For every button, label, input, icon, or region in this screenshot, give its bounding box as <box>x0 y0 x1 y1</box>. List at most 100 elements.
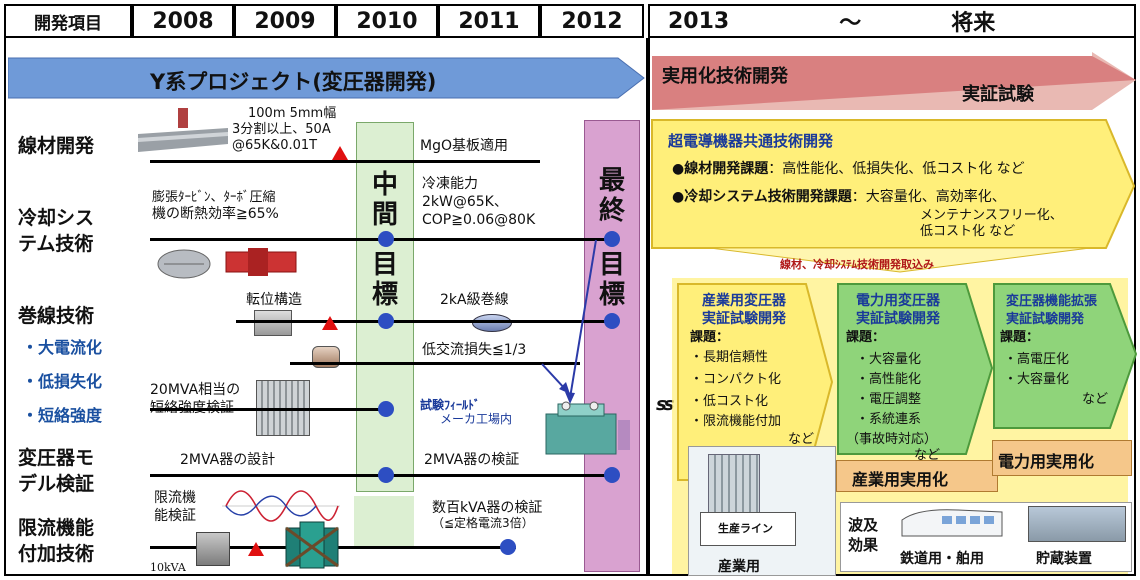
short-circuit-line <box>150 408 380 411</box>
turbine-label-1: 膨張ﾀｰﾋﾞﾝ、ﾀｰﾎﾞ圧縮 <box>152 190 276 205</box>
year-2010: 2010 <box>336 4 438 38</box>
rail-label: 鉄道用・舶用 <box>900 551 984 567</box>
ind-title-2: 実証試験開発 <box>702 311 786 327</box>
task2-body-1: ：大容量化、高効率化、 <box>851 189 1006 205</box>
wire-line <box>150 160 540 163</box>
row-wire: 線材開発 <box>18 135 95 157</box>
short-circuit-middle-dot <box>378 401 394 417</box>
limit-verify-label-2: 能検証 <box>154 508 196 524</box>
project-arrow <box>8 57 645 99</box>
row-cooling-line1: 冷却シス <box>18 207 95 229</box>
cooling-final-dot <box>604 231 620 247</box>
left-frame <box>4 38 648 576</box>
practical-label: 実用化技術開発 <box>662 66 788 87</box>
middle-goal-label: 中 間 目 標 <box>371 170 398 310</box>
middle-goal-extension <box>354 496 414 548</box>
verify-2mva-label: 2MVA器の検証 <box>424 452 520 468</box>
ripple-label-2: 効果 <box>848 536 879 554</box>
year-2008: 2008 <box>132 4 234 38</box>
pow-task: 課題： <box>846 330 886 345</box>
demo-label: 実証試験 <box>962 84 1034 105</box>
pow-item-5: （事故時対応） <box>846 432 938 447</box>
ext-task: 課題： <box>1000 330 1040 345</box>
cool-cap-2: 2kW@65K、 <box>422 194 508 210</box>
row-cooling-line2: テム技術 <box>18 233 94 255</box>
project-label: Y系プロジェクト(変圧器開発) <box>150 70 437 94</box>
production-line-box <box>700 512 796 546</box>
task2-body-3: 低コスト化 など <box>920 224 1016 239</box>
task1-body: ：高性能化、低損失化、低コスト化 など <box>768 161 1025 177</box>
bridge-label: 線材、冷却ｼｽﾃﾑ技術開発取込み <box>780 258 934 271</box>
right-frame <box>648 38 1136 576</box>
wire-tape-image <box>138 108 228 152</box>
power-practical-box <box>992 440 1132 476</box>
wire-spec-3: @65K&0.01T <box>232 138 318 153</box>
ind-item-3: ・低コスト化 <box>690 394 769 409</box>
winding-coil-image <box>472 314 512 332</box>
industrial-practical-box <box>836 460 998 492</box>
pow-item-4: ・系統連系 <box>856 412 922 427</box>
ripple-label-1: 波及 <box>848 516 879 534</box>
model-middle-dot <box>378 467 394 483</box>
pow-item-3: ・電圧調整 <box>856 392 922 407</box>
field-test-label-1: 試験ﾌｨｰﾙﾄﾞ <box>420 398 481 412</box>
ind-task: 課題： <box>690 330 730 345</box>
ext-title-2: 実証試験開発 <box>1006 312 1085 327</box>
limit-triangle-marker <box>248 542 264 556</box>
ext-etc: など <box>1082 392 1109 407</box>
low-ac-loss-label: 低交流損失≦1/3 <box>422 342 527 358</box>
turbine-label-2: 機の断熱効率≧65% <box>152 206 279 222</box>
ext-title-1: 変圧器機能拡張 <box>1006 294 1098 309</box>
storage-image <box>1028 506 1126 542</box>
task2-body-2: メンテナンスフリー化、 <box>920 208 1063 223</box>
limit-dot <box>500 539 516 555</box>
ext-item-2: ・大容量化 <box>1004 372 1070 387</box>
ind-item-2: ・コンパクト化 <box>690 372 782 387</box>
pow-etc: など <box>914 448 941 463</box>
wire-spec-2: 3分割以上、50A <box>232 122 331 137</box>
limit-coil-image <box>285 521 339 569</box>
task2-head: ●冷却システム技術開発課題 <box>672 189 852 205</box>
header-label: 開発項目 <box>4 4 132 38</box>
row-winding-sub1: ・大電流化 <box>22 338 103 357</box>
row-limit-line2: 付加技術 <box>18 543 95 565</box>
turbine-image <box>157 248 297 279</box>
row-model-line2: デル検証 <box>18 473 95 495</box>
train-image <box>901 509 1003 537</box>
ind-etc: など <box>788 432 815 447</box>
row-winding-sub2: ・低損失化 <box>22 372 103 391</box>
wave-symbol: ss <box>656 394 675 415</box>
winding-triangle-marker <box>322 316 338 330</box>
pow-item-2: ・高性能化 <box>856 372 922 387</box>
winding-final-dot <box>604 313 620 329</box>
pow-title-1: 電力用変圧器 <box>856 293 940 309</box>
power-practical-label: 電力用実用化 <box>998 452 1095 471</box>
waveform-image <box>222 484 340 528</box>
future-header: 2013 ～ 将来 <box>648 4 1136 38</box>
middle-goal-column <box>356 122 414 492</box>
winding-2ka-label: 2kA級巻線 <box>440 292 509 308</box>
task2: ●冷却システム技術開発課題：大容量化、高効率化、 <box>672 186 1006 206</box>
winding-line <box>236 320 614 323</box>
wire-spec-1: 100m 5mm幅 <box>248 106 337 121</box>
transposition-image <box>254 310 292 336</box>
hundreds-kva-label: 数百kVA器の検証 <box>432 500 543 516</box>
cool-cap-1: 冷凍能力 <box>422 176 478 192</box>
cooling-middle-dot <box>378 231 394 247</box>
row-model-line1: 変圧器モ <box>18 447 95 469</box>
pow-title-2: 実証試験開発 <box>856 311 940 327</box>
industrial-label: 産業用 <box>718 559 760 575</box>
winding-middle-dot <box>378 313 394 329</box>
row-winding: 巻線技術 <box>18 305 95 327</box>
low-loss-line <box>290 362 580 365</box>
future-label: 将来 <box>951 11 996 36</box>
final-goal-label: 最 終 目 標 <box>598 166 625 310</box>
year-2009: 2009 <box>234 4 336 38</box>
common-tech-title: 超電導機器共通技術開発 <box>668 132 834 150</box>
future-tilde: ～ <box>839 11 862 36</box>
model-final-dot <box>604 467 620 483</box>
mgo-label: MgO基板適用 <box>420 138 508 154</box>
ind-item-1: ・長期信頼性 <box>690 350 769 365</box>
year-2011: 2011 <box>438 4 540 38</box>
storage-label: 貯蔵装置 <box>1036 551 1092 567</box>
